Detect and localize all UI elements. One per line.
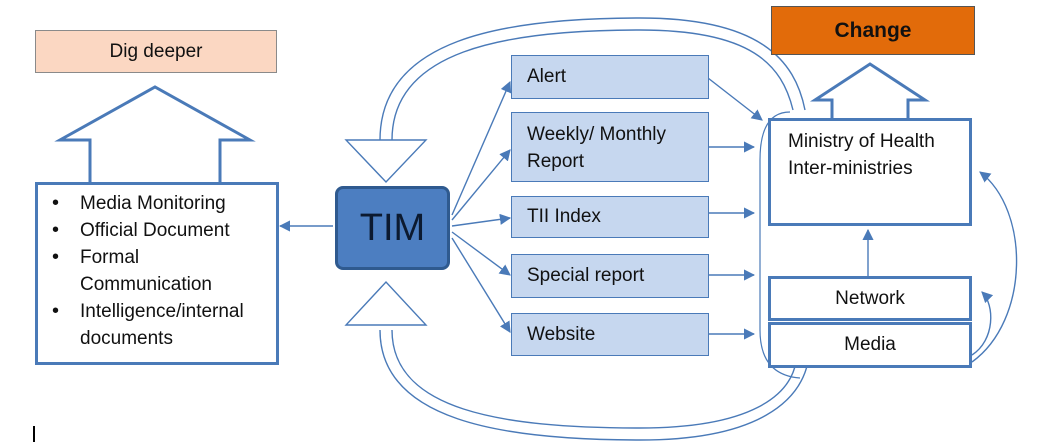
change-arrow-icon [809, 62, 931, 118]
feedback-loop-top [379, 17, 806, 141]
output-weekly-monthly-report: Weekly/ Monthly Report [511, 112, 709, 182]
network-label: Network [835, 287, 905, 309]
media-label: Media [844, 334, 896, 355]
output-alert: Alert [511, 55, 709, 99]
sources-box: Media Monitoring Official Document Forma… [35, 182, 279, 365]
source-item: Media Monitoring [38, 190, 276, 217]
loop-arrow-up-icon [344, 280, 428, 326]
source-item: Official Document [38, 217, 276, 244]
ministry-box: Ministry of Health Inter-ministries [768, 118, 972, 226]
output-special-report: Special report [511, 254, 709, 298]
sources-list: Media Monitoring Official Document Forma… [38, 190, 276, 352]
dig-deeper-label: Dig deeper [109, 40, 203, 62]
media-box: Media [768, 322, 972, 368]
change-box: Change [771, 6, 975, 55]
dig-deeper-box: Dig deeper [35, 30, 277, 73]
change-label: Change [834, 18, 912, 42]
output-tii-index: TII Index [511, 196, 709, 238]
loop-arrow-down-icon [344, 139, 428, 184]
source-item: Formal Communication [38, 244, 276, 298]
dig-deeper-arrow-icon [54, 85, 256, 182]
text-cursor [33, 426, 35, 442]
output-website: Website [511, 313, 709, 356]
tim-node: TIM [335, 186, 450, 270]
tim-label: TIM [359, 206, 426, 249]
source-item: Intelligence/internal documents [38, 298, 276, 352]
targets-bracket [759, 111, 801, 379]
network-box: Network [768, 276, 972, 321]
feedback-loop-bottom [379, 329, 809, 441]
